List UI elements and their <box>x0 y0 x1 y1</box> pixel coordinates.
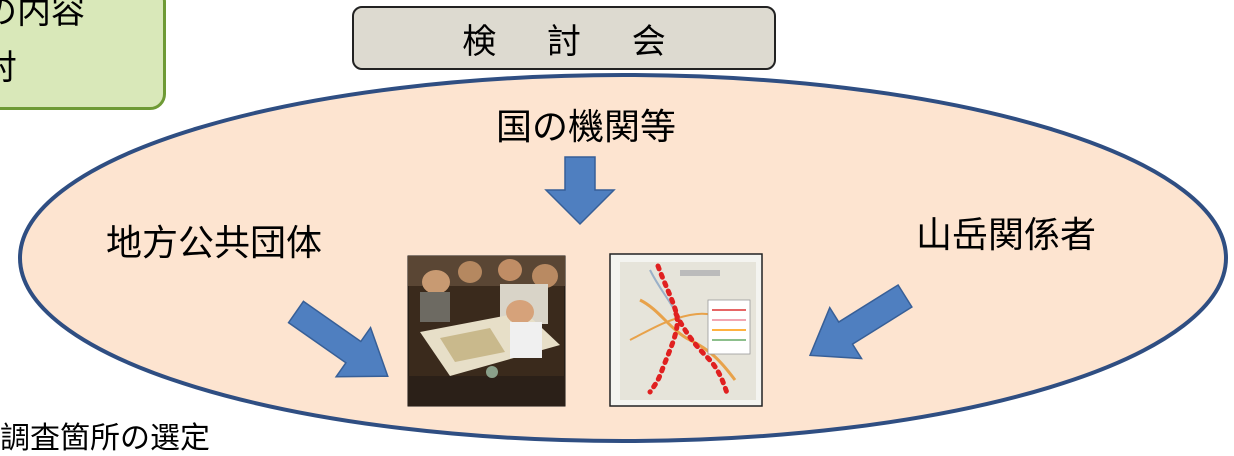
corner-note-line2: 討 <box>0 51 17 85</box>
mountain-stakeholders-label: 山岳関係者 <box>916 215 1097 256</box>
route-dotted-line-2 <box>673 311 731 399</box>
diagram-canvas <box>18 73 1228 443</box>
council-title-box: 検 討 会 <box>352 6 776 70</box>
national-agencies-label: 国の機関等 <box>496 107 677 148</box>
meeting-photo <box>407 255 566 407</box>
corner-note-line1: の内容 <box>0 0 85 32</box>
arrow-right-down-icon <box>287 300 389 378</box>
corner-note-box: の内容 討 <box>0 0 166 110</box>
route-dotted-line-1 <box>647 263 680 395</box>
arrow-down-icon <box>544 156 616 226</box>
council-title: 検 討 会 <box>462 21 686 62</box>
arrow-left-down-icon <box>808 283 913 360</box>
survey-site-selection-text: 調査箇所の選定 <box>0 421 210 456</box>
local-governments-label: 地方公共団体 <box>106 223 323 264</box>
route-map <box>609 253 763 407</box>
